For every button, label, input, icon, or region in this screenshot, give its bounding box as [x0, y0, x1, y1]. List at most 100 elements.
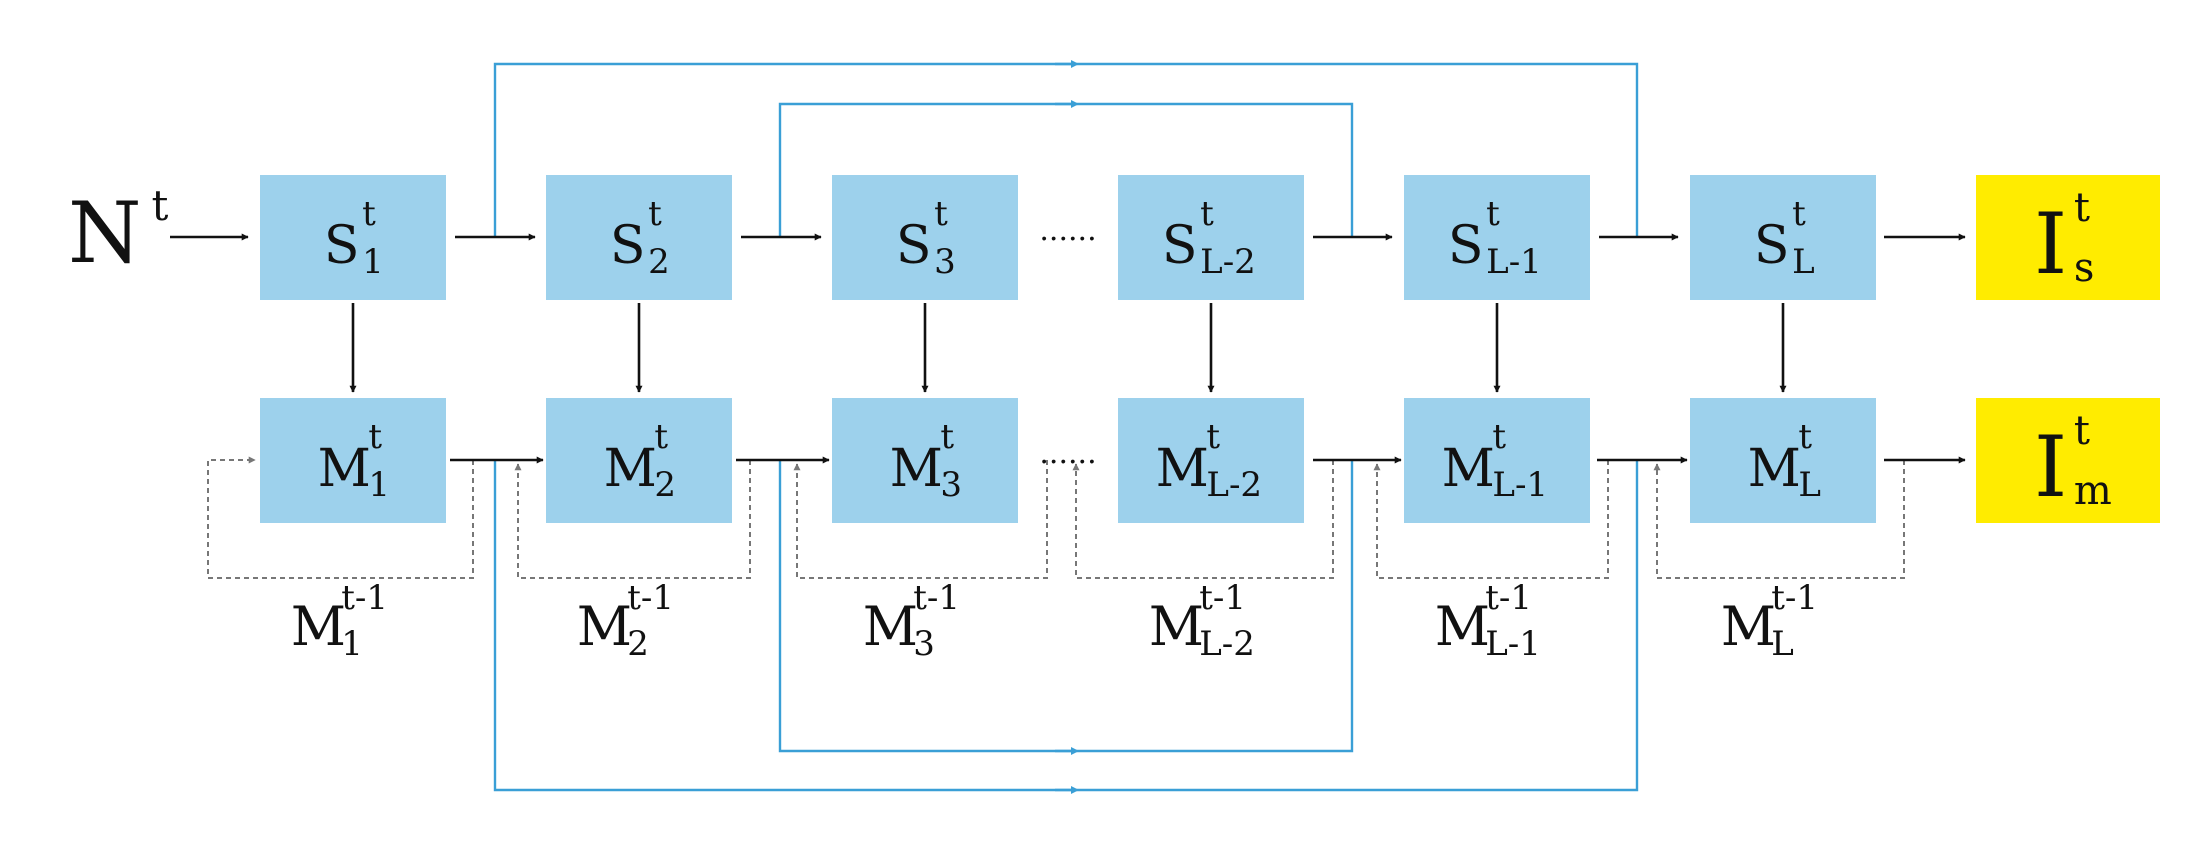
- previous-memory-label-2-sub: 2: [627, 624, 649, 664]
- s-block-label-6-base: S: [1754, 216, 1790, 276]
- s-block-label-4-base: S: [1162, 216, 1198, 276]
- previous-memory-label-1-sub: 1: [341, 624, 363, 664]
- m-block-label-3-base: M: [890, 439, 943, 499]
- m-block-label-3-sub: 3: [940, 465, 962, 505]
- s-block-label-4-sup: t: [1200, 194, 1214, 234]
- m-block-label-6-base: M: [1748, 439, 1801, 499]
- m-block-5: [1404, 398, 1590, 523]
- previous-memory-label-1-sup: t-1: [341, 578, 388, 618]
- m-block-label-6-sub: L: [1798, 465, 1821, 505]
- m-block-label-3: Mt 3: [890, 417, 962, 505]
- output-label-2-base: I: [2034, 418, 2067, 516]
- m-block-label-2-sup: t: [654, 417, 668, 457]
- s-block-5: [1404, 175, 1590, 300]
- m-block-label-4-sup: t: [1206, 417, 1220, 457]
- memory-loop-6: [1653, 460, 1905, 579]
- m-block-4: [1118, 398, 1304, 523]
- s-block-label-4-sub: L-2: [1200, 242, 1256, 282]
- m-block-label-5-sub: L-1: [1492, 465, 1548, 505]
- previous-memory-label-4-sub: L-2: [1199, 624, 1255, 664]
- output-label-1-base: I: [2034, 195, 2067, 293]
- s-block-label-1-sup: t: [362, 194, 376, 234]
- s-block-label-3-sup: t: [934, 194, 948, 234]
- m-block-3: [832, 398, 1018, 523]
- output-label-2-sub: m: [2074, 468, 2112, 514]
- m-block-label-3-sup: t: [940, 417, 954, 457]
- output-label-2-sup: t: [2074, 408, 2090, 454]
- m-block-1: [260, 398, 446, 523]
- m-block-label-1-sub: 1: [368, 465, 390, 505]
- m-block-label-6-sup: t: [1798, 417, 1812, 457]
- memory-feedback-loops: [207, 456, 1905, 579]
- m-block-label-1-sup: t: [368, 417, 382, 457]
- s-block-label-3-base: S: [896, 216, 932, 276]
- memory-loop-1: [207, 456, 474, 579]
- s-block-label-5-sub: L-1: [1486, 242, 1542, 282]
- input-label-base: N: [68, 184, 142, 282]
- s-block-label-6-sup: t: [1792, 194, 1806, 234]
- previous-memory-label-3-base: M: [863, 595, 918, 658]
- output-label-1-sub: s: [2074, 245, 2095, 291]
- previous-memory-label-4-base: M: [1149, 595, 1204, 658]
- s-block-label-6-sub: L: [1792, 242, 1815, 282]
- memory-loop-3: [793, 460, 1048, 579]
- m-block-label-5-base: M: [1442, 439, 1495, 499]
- s-block-3: [832, 175, 1018, 300]
- output-label-1-sup: t: [2074, 185, 2090, 231]
- previous-memory-label-3-sup: t-1: [913, 578, 960, 618]
- previous-memory-label-6-sub: L: [1771, 624, 1794, 664]
- m-block-label-4-base: M: [1156, 439, 1209, 499]
- previous-memory-label-5-base: M: [1435, 595, 1490, 658]
- memory-loop-5: [1373, 460, 1609, 579]
- previous-memory-label-5-sub: L-1: [1485, 624, 1541, 664]
- previous-memory-label-6-sup: t-1: [1771, 578, 1818, 618]
- previous-memory-label-4-sup: t-1: [1199, 578, 1246, 618]
- s-block-label-3-sub: 3: [934, 242, 956, 282]
- s-block-label-3: St 3: [896, 194, 956, 282]
- previous-memory-label-1-base: M: [291, 595, 346, 658]
- previous-memory-label-5-sup: t-1: [1485, 578, 1532, 618]
- output-block-1: [1976, 175, 2160, 300]
- m-block-label-1: Mt 1: [318, 417, 390, 505]
- m-block-2: [546, 398, 732, 523]
- s-block-6: [1690, 175, 1876, 300]
- m-block-label-2-base: M: [604, 439, 657, 499]
- s-block-label-5-base: S: [1448, 216, 1484, 276]
- skip-connections-top: [493, 60, 1639, 237]
- forward-arrows: [170, 233, 1966, 464]
- skip-connections-bottom: [493, 460, 1639, 794]
- m-block-6: [1690, 398, 1876, 523]
- s-block-label-1: St 1: [324, 194, 384, 282]
- s-row-ellipsis: ......: [1039, 213, 1096, 248]
- s-block-label-1-base: S: [324, 216, 360, 276]
- input-label-sup: t: [152, 181, 169, 230]
- memory-loop-4: [1072, 460, 1334, 579]
- s-block-4: [1118, 175, 1304, 300]
- memory-loop-2: [514, 460, 751, 579]
- m-block-label-1-base: M: [318, 439, 371, 499]
- s-block-label-1-sub: 1: [362, 242, 384, 282]
- output-block-2: [1976, 398, 2160, 523]
- previous-memory-label-2-base: M: [577, 595, 632, 658]
- previous-memory-label-1: Mt-1 1: [291, 578, 388, 664]
